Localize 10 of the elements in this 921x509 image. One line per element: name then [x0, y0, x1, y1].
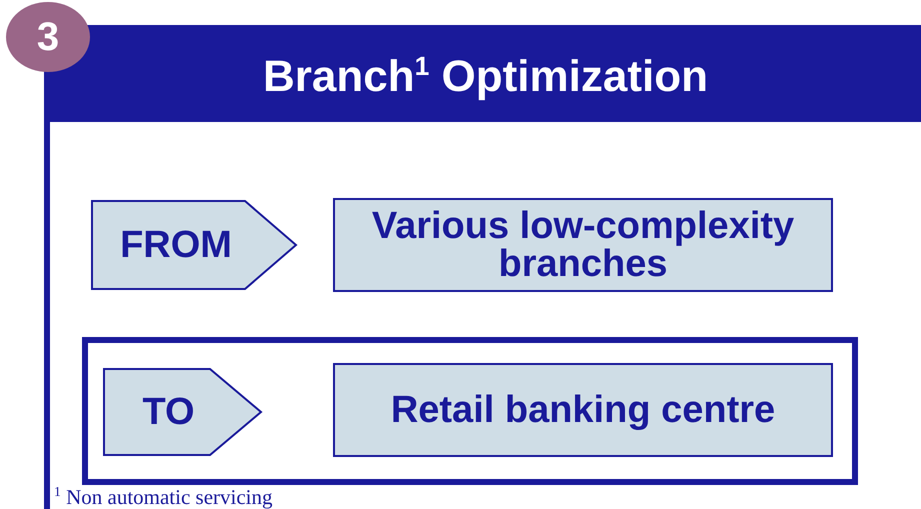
node-text: Various low-complexity branches [370, 207, 796, 283]
process-box [333, 363, 833, 457]
node-text: Retail banking centre [390, 391, 776, 429]
group-frame [82, 337, 858, 485]
number-badge: 3 [6, 2, 90, 72]
footnote: $^{1}$ Non automatic servicing [54, 484, 273, 509]
node-text: FROM [119, 226, 233, 264]
process-box [333, 198, 833, 292]
title: Branch$^{1}$ Optimization [263, 50, 708, 102]
node-text: TO [141, 393, 196, 431]
